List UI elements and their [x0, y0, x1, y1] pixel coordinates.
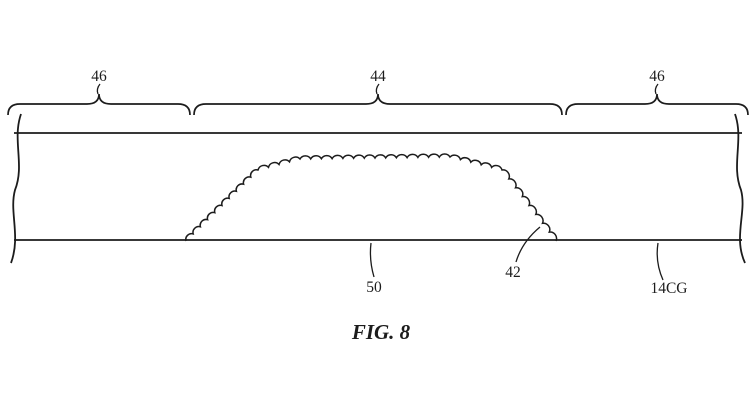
- leader-brace-right: [654, 83, 659, 95]
- label-50: 50: [366, 279, 382, 296]
- label-brace-left: 46: [91, 68, 107, 85]
- leader-14cg: [656, 242, 664, 281]
- leader-brace-middle: [375, 83, 380, 95]
- label-14cg: 14CG: [650, 280, 687, 297]
- leader-50: [369, 242, 375, 278]
- label-brace-right: 46: [649, 68, 665, 85]
- brace-middle: [193, 93, 563, 116]
- leader-42: [515, 226, 541, 263]
- left-break-line: [10, 113, 22, 264]
- brace-left: [7, 93, 191, 116]
- label-brace-middle: 44: [370, 68, 386, 85]
- brace-right: [565, 93, 749, 116]
- right-break-line: [734, 113, 746, 264]
- leader-brace-left: [96, 83, 101, 95]
- textured-bump-outline: [185, 153, 558, 242]
- figure-caption: FIG. 8: [351, 320, 411, 344]
- label-42: 42: [505, 264, 521, 281]
